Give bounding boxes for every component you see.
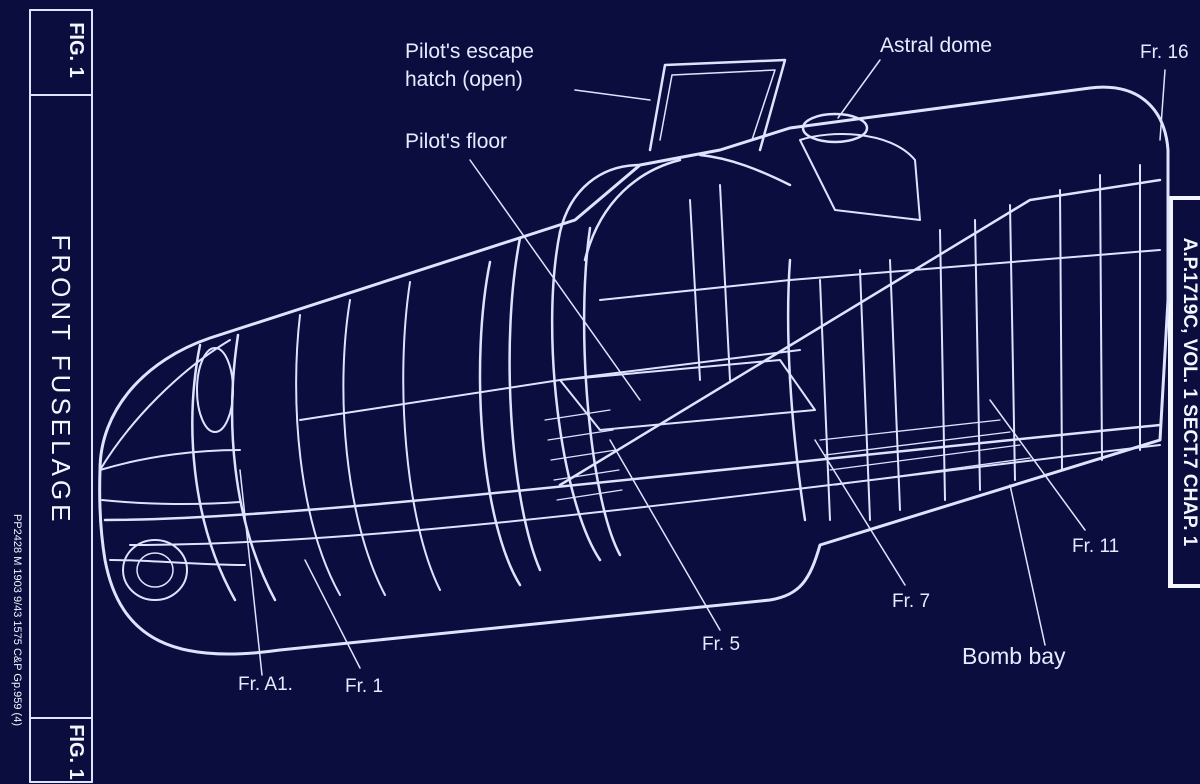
label-pilots-floor: Pilot's floor xyxy=(405,130,507,153)
label-frame-11: Fr. 11 xyxy=(1072,536,1119,557)
fuselage-outline xyxy=(98,85,1170,656)
escape-hatch xyxy=(648,58,787,152)
drawing-title: FRONT FUSELAGE xyxy=(46,234,76,525)
callouts: Pilot's escape hatch (open) Astral dome … xyxy=(238,34,1189,697)
bomb-bay xyxy=(819,419,1031,486)
fig-label-bottom: FIG. 1 xyxy=(65,724,87,780)
right-reference-box: A.P.1719C, VOL. 1 SECT.7 CHAP. 1 xyxy=(1168,196,1200,588)
pilots-floor xyxy=(559,359,816,431)
label-frame-1: Fr. 1 xyxy=(345,676,383,697)
label-frame-16: Fr. 16 xyxy=(1140,42,1189,63)
label-frame-7: Fr. 7 xyxy=(892,591,930,612)
access-steps xyxy=(544,409,623,501)
leader-lines xyxy=(239,59,1166,676)
label-astral-dome: Astral dome xyxy=(880,34,992,57)
astral-dome xyxy=(801,112,869,144)
label-bomb-bay: Bomb bay xyxy=(962,643,1066,669)
fig-label-top: FIG. 1 xyxy=(65,22,87,78)
publication-reference: A.P.1719C, VOL. 1 SECT.7 CHAP. 1 xyxy=(1179,238,1200,547)
left-frame: FIG. 1 FRONT FUSELAGE FIG. 1 xyxy=(29,9,93,783)
label-frame-5: Fr. 5 xyxy=(702,634,740,655)
print-code: PP2428 M 1903 9/43 1575 C&P Gp.959 (4) xyxy=(11,514,23,726)
fuselage-drawing xyxy=(98,58,1170,656)
label-frame-a1: Fr. A1. xyxy=(238,674,293,695)
label-escape-hatch-line2: hatch (open) xyxy=(405,68,523,91)
label-escape-hatch-line1: Pilot's escape xyxy=(405,40,534,63)
